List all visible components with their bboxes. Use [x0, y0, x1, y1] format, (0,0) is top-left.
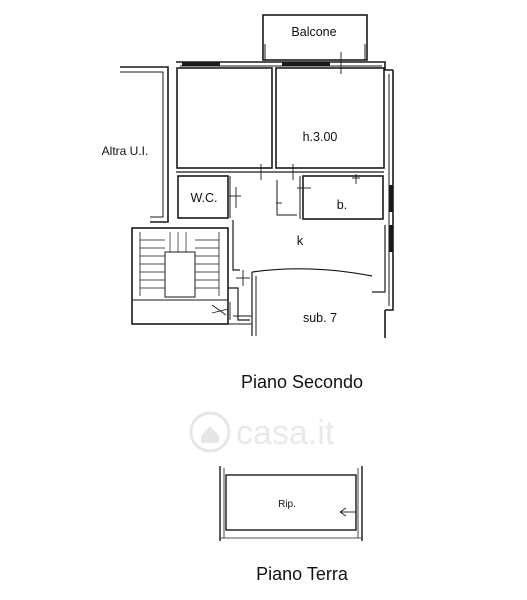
label-sub7: sub. 7	[303, 311, 337, 325]
watermark-logo-icon	[189, 411, 231, 453]
entry-markers	[211, 52, 360, 320]
label-wc: W.C.	[190, 191, 217, 205]
label-kitchen: k	[297, 233, 304, 248]
room-main	[275, 67, 385, 169]
label-height: h.3.00	[303, 130, 338, 144]
ground-floor-plan	[219, 466, 363, 541]
room-storage	[225, 474, 357, 531]
adjacent-unit-wall	[120, 66, 169, 223]
label-storage: Rip.	[278, 499, 296, 510]
second-floor-plan	[120, 14, 394, 338]
stairwell	[131, 227, 229, 325]
label-balcone: Balcone	[291, 25, 336, 39]
room-left	[176, 67, 273, 169]
watermark-text: casa.it	[236, 414, 335, 452]
balcony	[262, 14, 368, 61]
label-bath: b.	[337, 198, 347, 212]
label-altra-ui: Altra U.I.	[102, 144, 149, 158]
watermark: casa.it	[189, 411, 335, 453]
floor-title-second: Piano Secondo	[241, 372, 363, 392]
floor-title-ground: Piano Terra	[256, 564, 349, 584]
room-wc	[177, 175, 229, 219]
room-bath	[302, 175, 384, 220]
stair-treads	[140, 232, 219, 289]
